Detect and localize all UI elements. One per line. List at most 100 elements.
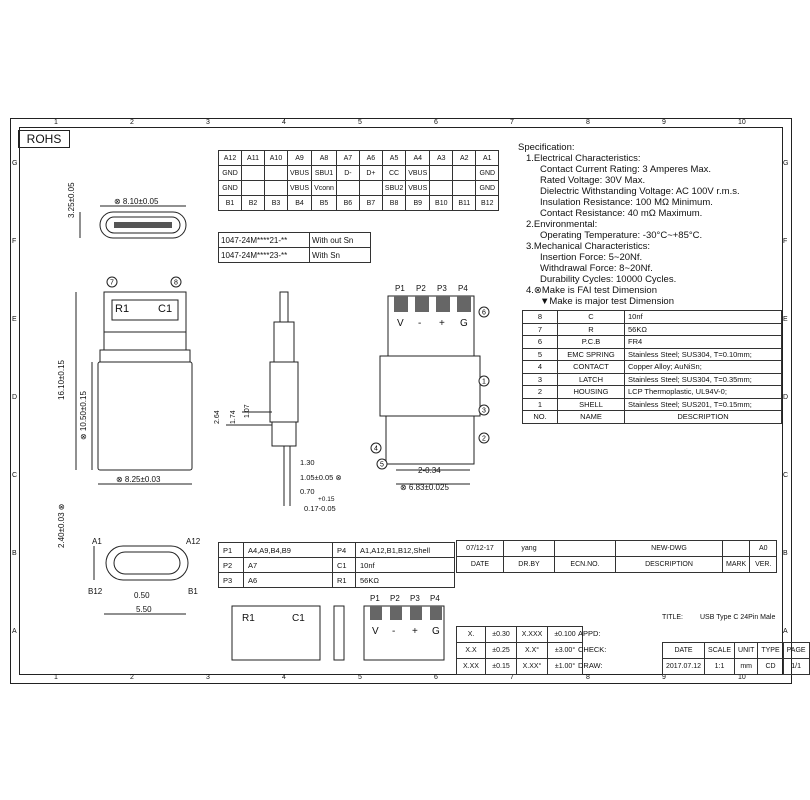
callout-number: 4	[374, 446, 378, 453]
dim-1-74: 1.74	[230, 410, 237, 424]
side-view	[226, 291, 299, 506]
row-marker-C: C	[783, 472, 789, 479]
revision-cell	[554, 540, 616, 557]
pcb-pin-P1: P1	[395, 284, 405, 293]
pin-map-value: A1,A12,B1,B12,Shell	[355, 542, 455, 558]
revision-header: DATE	[456, 556, 504, 573]
spec-line: 4.⊗Make is FAI test Dimension	[526, 285, 657, 296]
pcb-pin-P4: P4	[458, 284, 468, 293]
label-b12: B12	[88, 587, 103, 596]
spec-line: Rated Voltage: 30V Max.	[540, 175, 646, 186]
pin-id-bottom: B4	[286, 195, 313, 211]
callout-number: 8	[174, 280, 178, 287]
pin-id-bottom: B12	[475, 195, 500, 211]
pin-map-key: C1	[332, 557, 356, 573]
pcb-pin-P4: P4	[430, 594, 440, 603]
dim-0-50: 0.50	[134, 591, 150, 600]
pcb-mark: +	[439, 318, 445, 329]
pcb-mark: -	[418, 318, 422, 329]
column-marker-7: 7	[510, 119, 514, 126]
pcb-view	[379, 295, 481, 485]
pcb-mark: V	[397, 318, 404, 329]
pcb-pad	[430, 606, 442, 620]
pcb-pad	[436, 296, 450, 312]
info-header: SCALE	[704, 642, 736, 659]
callout-7	[106, 276, 118, 288]
pcb-mark: V	[372, 626, 379, 637]
pin-map-key: P4	[332, 542, 356, 558]
info-value: 1/1	[782, 658, 810, 675]
info-header: TYPE	[757, 642, 784, 659]
row-marker-E: E	[783, 316, 788, 323]
pcb-pad	[390, 606, 402, 620]
row-marker-D: D	[12, 394, 18, 401]
dim-8-25: ⊗ 8.25±0.03	[116, 475, 161, 484]
appd-label: APPD:	[578, 629, 601, 638]
info-value: CD	[757, 658, 784, 675]
row-marker-C: C	[12, 472, 18, 479]
pin-id-bottom: B6	[335, 195, 360, 211]
tolerance-cell: ±0.30	[485, 626, 517, 643]
tolerance-cell: ±0.15	[485, 658, 517, 675]
pin-id-bottom: B5	[311, 195, 337, 211]
pcb-pin-P3: P3	[410, 594, 420, 603]
column-marker-2: 2	[130, 119, 134, 126]
pcb-pad	[410, 606, 422, 620]
label-b1: B1	[188, 587, 198, 596]
row-marker-B: B	[12, 550, 17, 557]
dim-5-50: 5.50	[136, 605, 152, 614]
pcb-mark: +	[412, 626, 418, 637]
pcb-pin-P1: P1	[370, 594, 380, 603]
revision-header: VER.	[749, 556, 778, 573]
dim-16-10: 16.10±0.15	[57, 360, 66, 400]
spec-line: 1.Electrical Characteristics:	[526, 153, 641, 164]
column-marker-4: 4	[282, 674, 286, 681]
spec-line: Withdrawal Force: 8~20Nf.	[540, 263, 653, 274]
dim-0-17: 0.17-0.05	[304, 504, 336, 513]
column-marker-1: 1	[54, 674, 58, 681]
callout-1	[478, 375, 490, 387]
spec-line: Durability Cycles: 10000 Cycles.	[540, 274, 677, 285]
row-marker-D: D	[783, 394, 789, 401]
revision-header: DESCRIPTION	[615, 556, 723, 573]
column-marker-7: 7	[510, 674, 514, 681]
spec-line: 3.Mechanical Characteristics:	[526, 241, 651, 252]
spec-line: Operating Temperature: -30°C~+85°C.	[540, 230, 703, 241]
spec-line: Dielectric Withstanding Voltage: AC 100V…	[540, 186, 740, 197]
front-view	[75, 291, 193, 485]
column-marker-3: 3	[206, 674, 210, 681]
tolerance-cell: X.XX	[456, 658, 486, 675]
revision-header: MARK	[721, 556, 751, 573]
revision-header: ECN.NO.	[554, 556, 616, 573]
pcb-mark: -	[392, 626, 396, 637]
revision-cell	[721, 540, 751, 557]
drawing-frame	[10, 118, 792, 684]
pcb-pin-P2: P2	[416, 284, 426, 293]
label-a12: A12	[186, 537, 201, 546]
callout-number: 5	[380, 462, 384, 469]
part-number-row: 1047-24M****23-**With Sn	[218, 247, 371, 263]
info-header: UNIT	[734, 642, 759, 659]
pin-map-value: 10nf	[355, 557, 455, 573]
revision-cell: NEW-DWG	[615, 540, 723, 557]
spec-line: Contact Current Rating: 3 Amperes Max.	[540, 164, 712, 175]
rohs-label: ROHS	[18, 130, 70, 148]
spec-line: Insulation Resistance: 100 MΩ Minimum.	[540, 197, 713, 208]
revision-cell: yang	[503, 540, 555, 557]
title-label: TITLE:	[662, 614, 684, 621]
